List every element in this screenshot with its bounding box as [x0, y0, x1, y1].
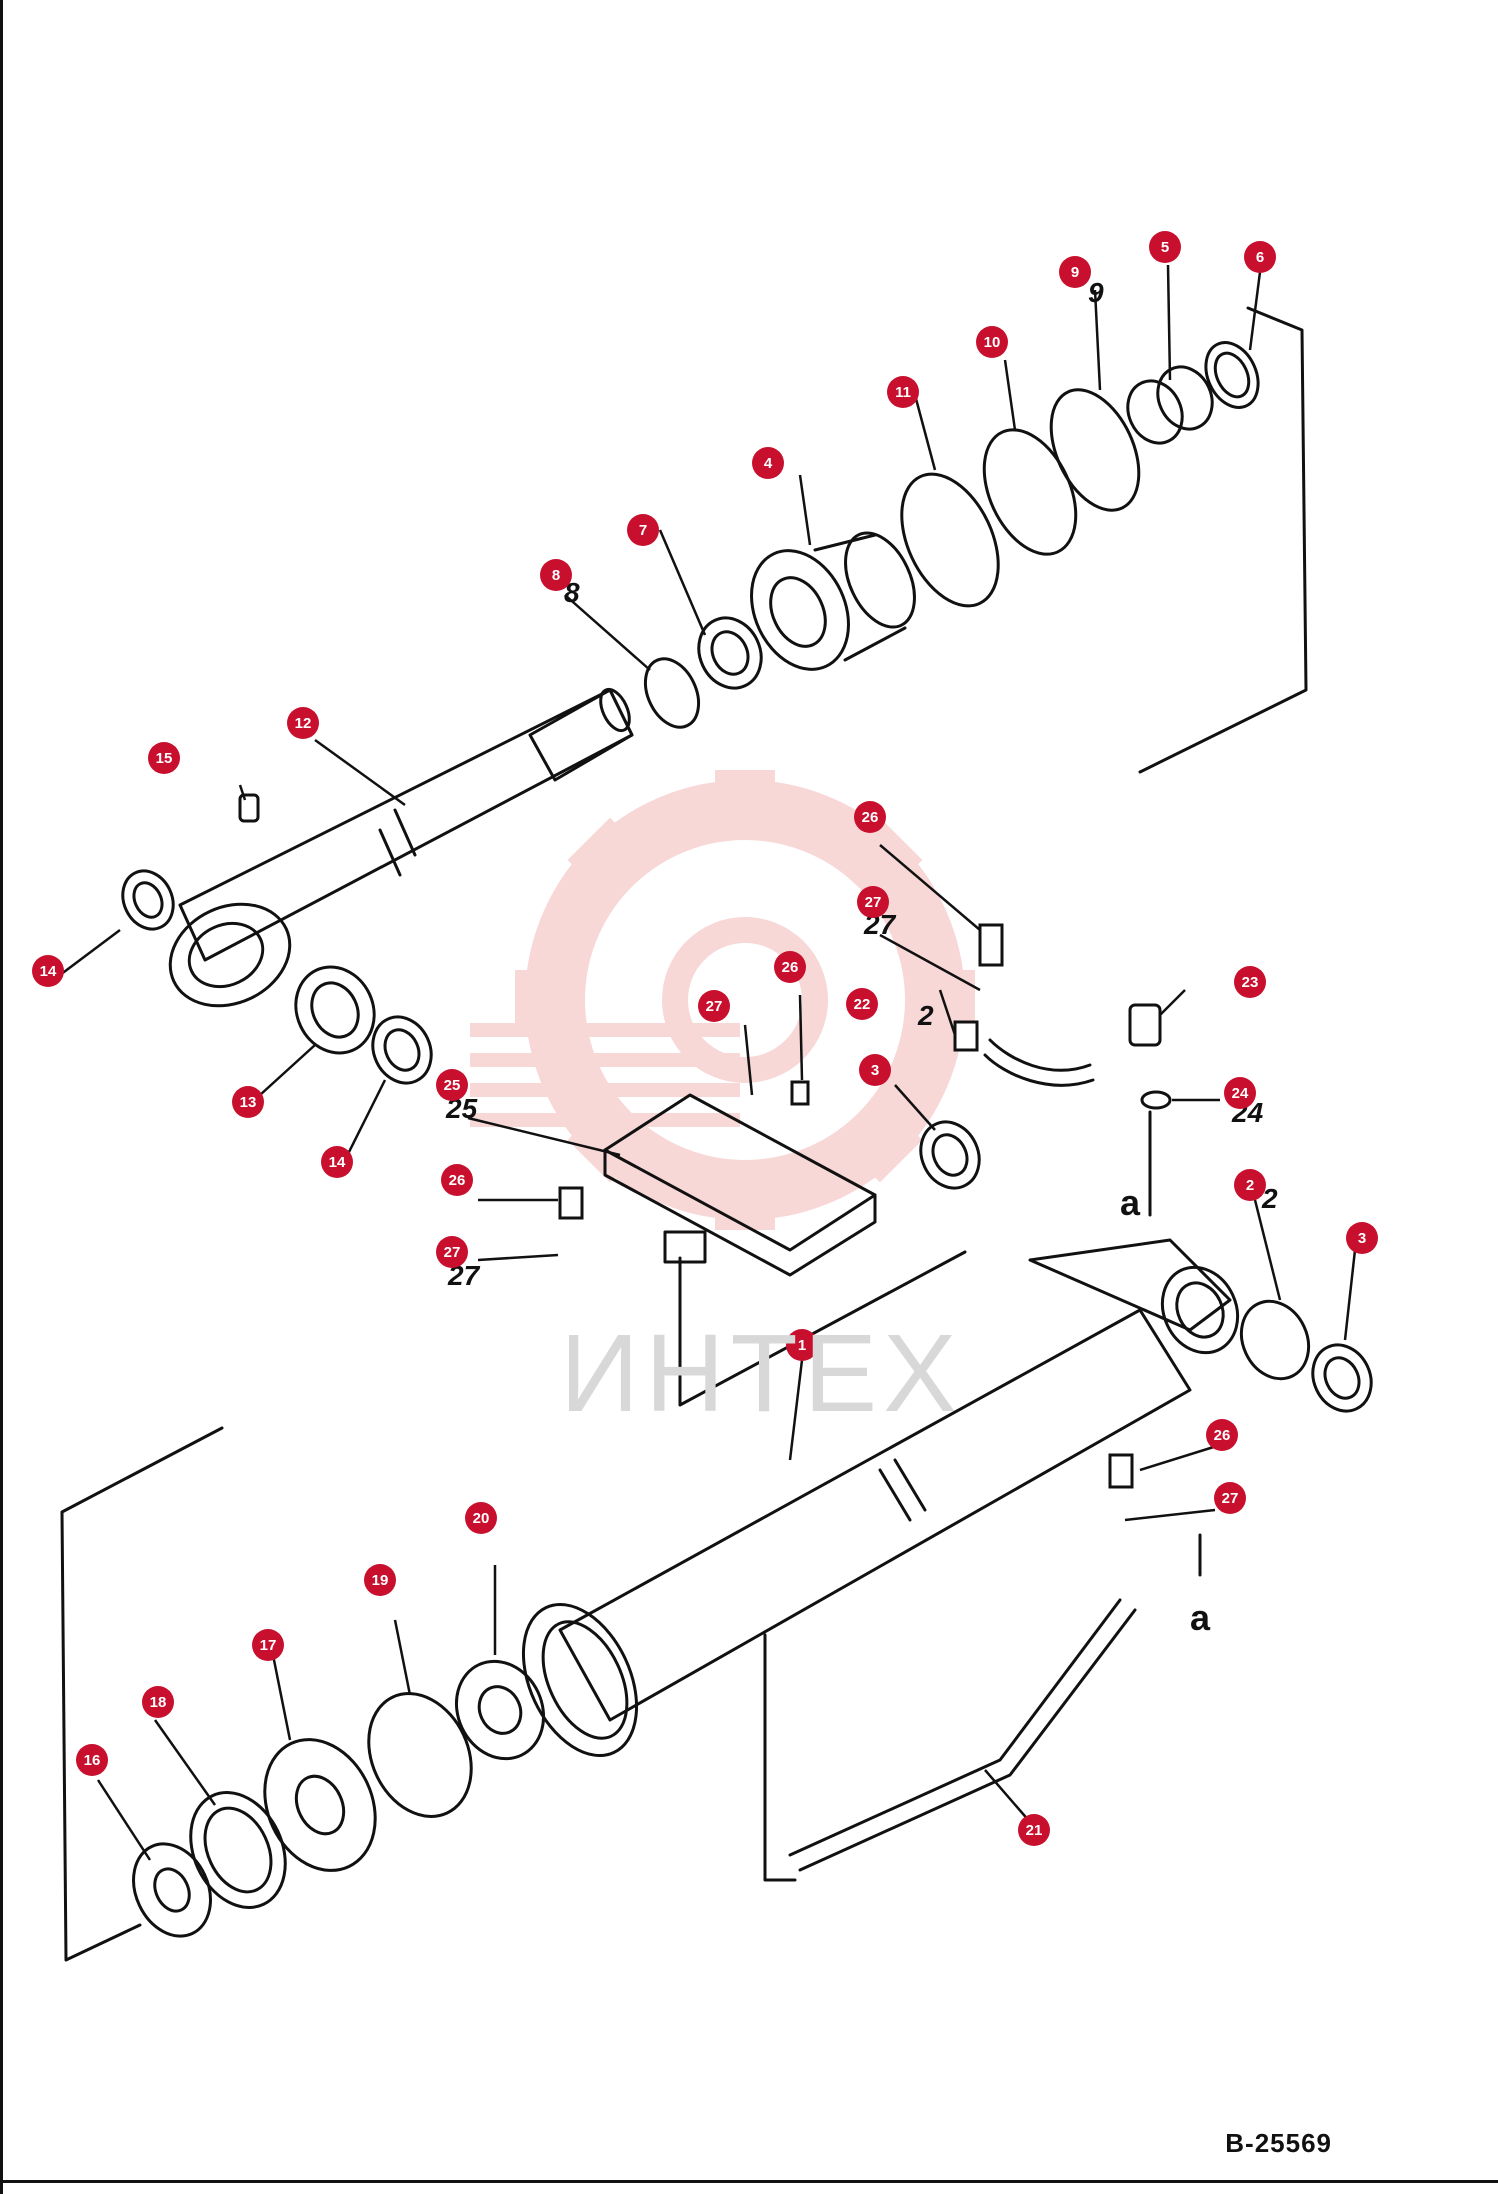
- marker-3-upper: 3: [859, 1054, 891, 1086]
- marker-27-right: 27: [1214, 1482, 1246, 1514]
- svg-text:21: 21: [1026, 1822, 1043, 1839]
- bracket-line-lower: [60, 1426, 224, 1962]
- bracket-line-upper: [1138, 306, 1308, 774]
- svg-text:20: 20: [473, 1510, 490, 1527]
- svg-text:25: 25: [444, 1077, 461, 1094]
- marker-26-top: 26: [854, 801, 886, 833]
- marker-18: 18: [142, 1686, 174, 1718]
- svg-text:26: 26: [449, 1172, 466, 1189]
- svg-text:14: 14: [40, 963, 57, 980]
- svg-text:26: 26: [862, 809, 879, 826]
- leader-lines: [59, 264, 1357, 1861]
- svg-text:26: 26: [1214, 1427, 1231, 1444]
- svg-text:24: 24: [1232, 1085, 1249, 1102]
- bolts: [558, 923, 1134, 1489]
- svg-text:8: 8: [552, 567, 560, 584]
- svg-text:5: 5: [1161, 239, 1169, 256]
- cylinder-head: [1028, 1238, 1240, 1355]
- marker-27-left: 27: [436, 1236, 468, 1268]
- piston-head: [750, 531, 916, 671]
- marker-16: 16: [76, 1744, 108, 1776]
- marker-14-lower: 14: [321, 1146, 353, 1178]
- svg-text:14: 14: [329, 1154, 346, 1171]
- drawing-reference-code: B-25569: [1225, 2128, 1332, 2158]
- svg-text:3: 3: [1358, 1230, 1366, 1247]
- marker-1: 1: [786, 1329, 818, 1361]
- svg-text:27: 27: [444, 1244, 461, 1261]
- guard-bracket: [603, 1093, 877, 1277]
- marker-10: 10: [976, 326, 1008, 358]
- reference-letter-a-bottom: a: [1190, 1597, 1211, 1638]
- svg-text:15: 15: [156, 750, 173, 767]
- rod-eye: [168, 902, 292, 1008]
- svg-text:13: 13: [240, 1094, 257, 1111]
- marker-14-left: 14: [32, 955, 64, 987]
- marker-13: 13: [232, 1086, 264, 1118]
- printed-number-2: 2: [1261, 1183, 1278, 1214]
- svg-text:3: 3: [871, 1062, 879, 1079]
- marker-8: 8: [540, 559, 572, 591]
- reference-letter-a-top: a: [1120, 1182, 1141, 1223]
- svg-text:23: 23: [1242, 974, 1259, 991]
- marker-3-right: 3: [1346, 1222, 1378, 1254]
- bushing-left: [121, 869, 175, 931]
- watermark-text: ИНТЕХ: [560, 1312, 963, 1435]
- svg-text:27: 27: [865, 894, 882, 911]
- svg-text:19: 19: [372, 1572, 389, 1589]
- marker-6: 6: [1244, 241, 1276, 273]
- svg-text:12: 12: [295, 715, 312, 732]
- marker-9: 9: [1059, 256, 1091, 288]
- marker-23: 23: [1234, 966, 1266, 998]
- svg-text:18: 18: [150, 1694, 167, 1711]
- marker-19: 19: [364, 1564, 396, 1596]
- svg-text:6: 6: [1256, 249, 1264, 266]
- marker-20: 20: [465, 1502, 497, 1534]
- marker-26-left: 26: [441, 1164, 473, 1196]
- callout-markers: 1 2 3 3 4 5 6 7 8 9 10 11 12 13 14 14 15…: [32, 231, 1378, 1846]
- marker-11: 11: [887, 376, 919, 408]
- cylinder-tube: [521, 1308, 1192, 1758]
- frame-left-border: [0, 0, 3, 2194]
- svg-text:27: 27: [706, 998, 723, 1015]
- marker-24: 24: [1224, 1077, 1256, 1109]
- marker-26-right: 26: [1206, 1419, 1238, 1451]
- marker-4: 4: [752, 447, 784, 479]
- marker-12: 12: [287, 707, 319, 739]
- svg-text:10: 10: [984, 334, 1001, 351]
- marker-27-mid: 27: [698, 990, 730, 1022]
- svg-text:4: 4: [764, 455, 773, 472]
- marker-27-top: 27: [857, 886, 889, 918]
- svg-text:1: 1: [798, 1337, 806, 1354]
- svg-text:26: 26: [782, 959, 799, 976]
- svg-text:27: 27: [1222, 1490, 1239, 1507]
- marker-15: 15: [148, 742, 180, 774]
- marker-17: 17: [252, 1629, 284, 1661]
- marker-25: 25: [436, 1069, 468, 1101]
- svg-text:17: 17: [260, 1637, 277, 1654]
- svg-text:22: 22: [854, 996, 871, 1013]
- svg-text:7: 7: [639, 522, 647, 539]
- marker-5: 5: [1149, 231, 1181, 263]
- svg-text:11: 11: [895, 384, 911, 401]
- marker-22: 22: [846, 988, 878, 1020]
- svg-text:2: 2: [1246, 1177, 1254, 1194]
- frame-bottom-border: [0, 2180, 1498, 2183]
- marker-7: 7: [627, 514, 659, 546]
- marker-2: 2: [1234, 1169, 1266, 1201]
- marker-26-mid: 26: [774, 951, 806, 983]
- printed-number-22: 2: [917, 1000, 934, 1031]
- svg-text:16: 16: [84, 1752, 101, 1769]
- marker-21: 21: [1018, 1814, 1050, 1846]
- svg-text:9: 9: [1071, 264, 1079, 281]
